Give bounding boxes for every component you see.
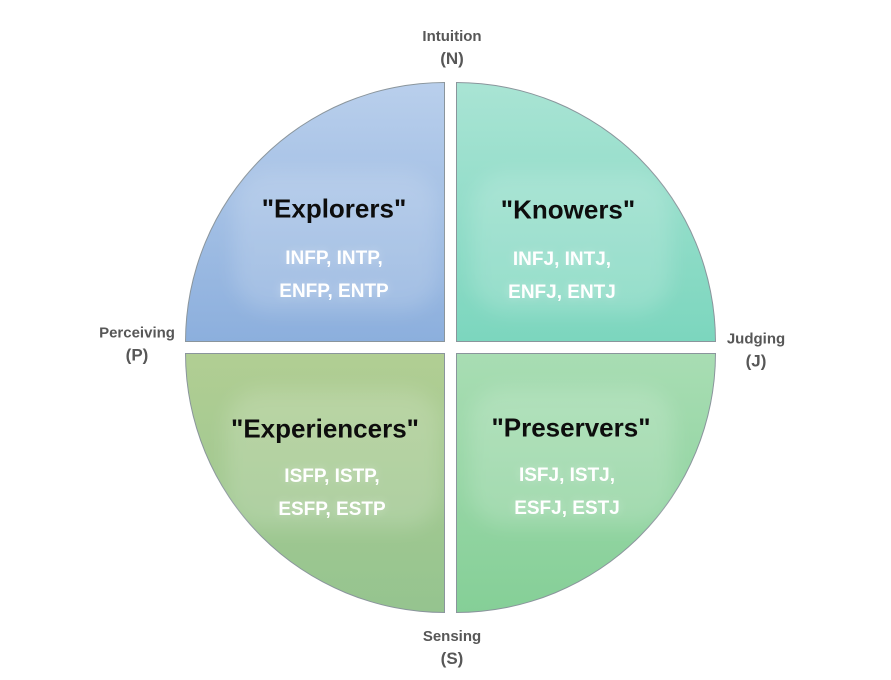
types-line2: ENFP, ENTP xyxy=(279,281,389,302)
quadrant-title-explorers: "Explorers" xyxy=(261,193,407,224)
axis-right-abbr: (J) xyxy=(745,351,767,371)
axis-label-top: Intuition (N) xyxy=(422,26,481,71)
axis-label-bottom: Sensing (S) xyxy=(423,626,481,671)
axis-left-abbr: (P) xyxy=(125,345,149,365)
quadrant-preservers: "Preservers" ISFJ, ISTJ, ESFJ, ESTJ xyxy=(456,353,716,613)
types-line2: ESFJ, ESTJ xyxy=(514,498,620,519)
types-line1: ISFP, ISTP, xyxy=(284,466,380,487)
axis-label-left: Perceiving (P) xyxy=(99,323,175,368)
quadrant-types-knowers: INFJ, INTJ, ENFJ, ENTJ xyxy=(508,243,616,309)
axis-left-name: Perceiving xyxy=(99,324,175,342)
axis-right-name: Judging xyxy=(726,330,786,348)
types-line1: ISFJ, ISTJ, xyxy=(518,465,616,486)
quadrant-experiencers: "Experiencers" ISFP, ISTP, ESFP, ESTP xyxy=(185,353,445,613)
quadrant-types-experiencers: ISFP, ISTP, ESFP, ESTP xyxy=(278,460,385,526)
axis-label-right: Judging (J) xyxy=(727,329,785,374)
axis-top-name: Intuition xyxy=(422,28,482,45)
quadrant-title-knowers: "Knowers" xyxy=(500,194,636,225)
quadrant-explorers: "Explorers" INFP, INTP, ENFP, ENTP xyxy=(185,82,445,342)
quadrant-title-preservers: "Preservers" xyxy=(491,412,651,443)
types-line1: INFP, INTP, xyxy=(285,248,383,269)
axis-top-abbr: (N) xyxy=(440,49,464,68)
types-line1: INFJ, INTJ, xyxy=(512,249,612,270)
types-line2: ENFJ, ENTJ xyxy=(508,282,616,303)
quadrant-title-experiencers: "Experiencers" xyxy=(231,413,419,444)
types-line2: ESFP, ESTP xyxy=(278,499,386,520)
axis-bottom-name: Sensing xyxy=(422,628,482,645)
quadrant-knowers: "Knowers" INFJ, INTJ, ENFJ, ENTJ xyxy=(456,82,716,342)
axis-bottom-abbr: (S) xyxy=(440,649,464,668)
quadrant-types-explorers: INFP, INTP, ENFP, ENTP xyxy=(279,242,388,308)
quadrant-types-preservers: ISFJ, ISTJ, ESFJ, ESTJ xyxy=(514,459,620,525)
